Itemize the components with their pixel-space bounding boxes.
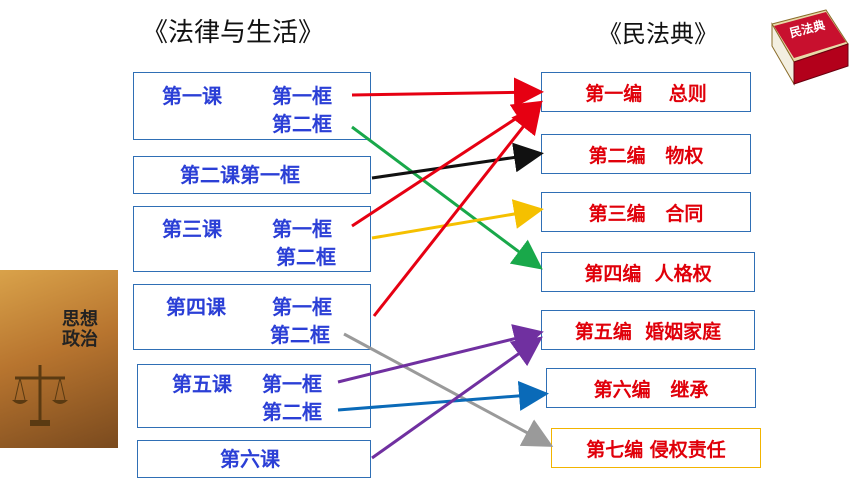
lesson-6-label: 第六课 bbox=[220, 447, 280, 471]
lesson-2-label: 第二课第一框 bbox=[180, 163, 300, 187]
lesson-5-frame-2: 第二框 bbox=[262, 400, 322, 424]
lesson-3-label: 第三课 bbox=[162, 217, 222, 241]
code-part-5: 第五编 婚姻家庭 bbox=[541, 310, 755, 350]
lesson-box-5 bbox=[137, 364, 371, 428]
arrow-5-2-to-part-6 bbox=[337, 380, 549, 412]
lesson-box-1 bbox=[133, 72, 371, 140]
lesson-3-frame-1: 第一框 bbox=[272, 217, 332, 241]
lesson-1-label: 第一课 bbox=[162, 84, 222, 108]
textbook-cover-image: 思想 政治 bbox=[0, 270, 118, 448]
code-part-6: 第六编 继承 bbox=[546, 368, 756, 408]
right-title: 《民法典》 bbox=[598, 20, 718, 48]
lesson-box-6 bbox=[137, 440, 371, 478]
arrow-1-1-to-part-1 bbox=[351, 77, 544, 108]
arrow-4-2-to-part-7 bbox=[343, 332, 554, 447]
code-part-2: 第二编 物权 bbox=[541, 134, 751, 174]
arrow-6-to-part-5 bbox=[371, 336, 543, 460]
lesson-4-label: 第四课 bbox=[166, 295, 226, 319]
left-title: 《法律与生活》 bbox=[142, 18, 325, 48]
lesson-4-frame-2: 第二框 bbox=[270, 323, 330, 347]
arrow-5-1-to-part-5 bbox=[337, 324, 544, 384]
arrow-1-2-to-part-4 bbox=[351, 125, 543, 270]
lesson-box-3 bbox=[133, 206, 371, 272]
scale-icon bbox=[12, 365, 68, 426]
civil-code-book-icon: 民法典 bbox=[771, 9, 849, 86]
code-part-1: 第一编 总则 bbox=[541, 72, 751, 112]
lesson-5-frame-1: 第一框 bbox=[262, 372, 322, 396]
arrow-3-1-to-part-1 bbox=[351, 100, 544, 228]
arrow-3-2-to-part-3 bbox=[371, 199, 544, 240]
lesson-4-frame-1: 第一框 bbox=[272, 295, 332, 319]
code-part-7: 第七编 侵权责任 bbox=[551, 428, 761, 468]
lesson-box-2 bbox=[133, 156, 371, 194]
arrow-2-to-part-2 bbox=[371, 142, 544, 180]
lesson-3-frame-2: 第二框 bbox=[276, 245, 336, 269]
lesson-1-frame-1: 第一框 bbox=[272, 84, 332, 108]
lesson-5-label: 第五课 bbox=[172, 372, 232, 396]
lesson-box-4 bbox=[133, 284, 371, 350]
arrow-4-to-part-1 bbox=[372, 103, 542, 317]
lesson-1-frame-2: 第二框 bbox=[272, 112, 332, 136]
textbook-title: 思想 政治 bbox=[62, 309, 98, 350]
code-part-4: 第四编 人格权 bbox=[541, 252, 755, 292]
